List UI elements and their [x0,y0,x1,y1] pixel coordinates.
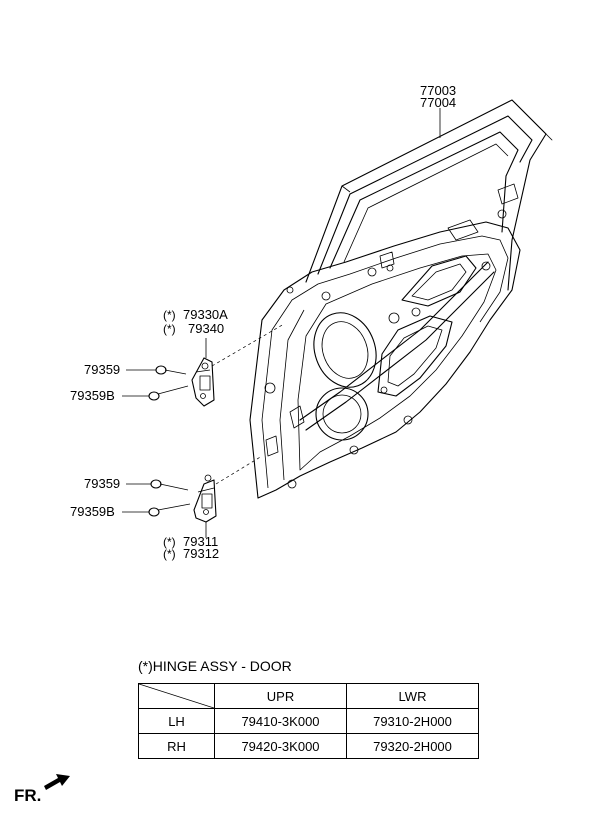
upper-bolt [155,365,187,375]
cell-lh-upr: 79410-3K000 [214,708,347,734]
callout-asterisk-upper-2: (*) [163,322,176,336]
callout-79312: 79312 [183,546,219,561]
upper-hinge-mount-line [211,323,285,367]
rear-door-panel [249,99,553,499]
front-arrow-icon [44,774,70,790]
callout-79359-lower: 79359 [84,476,120,491]
upper-hinge [191,357,215,407]
callout-79311: 79311 [183,534,218,549]
hinge-part-table: UPR LWR LH 79410-3K000 79310-2H000 RH 79… [138,683,479,759]
callout-77003: 77003 [420,83,456,98]
column-header-lwr: LWR [346,683,479,709]
callout-79359b-lower: 79359B [70,504,115,519]
table-header-row: UPR LWR [138,683,479,709]
lower-bolt [150,479,189,491]
lower-bolt-b [148,503,191,517]
cell-rh-upr: 79420-3K000 [214,733,347,759]
row-side-lh: LH [138,708,215,734]
callout-asterisk-lower-1: (*) [163,535,176,549]
callout-asterisk-lower-2: (*) [163,547,176,561]
callout-asterisk-upper-1: (*) [163,308,176,322]
column-header-upr: UPR [214,683,347,709]
diagonal-divider [139,684,214,708]
table-row: RH 79420-3K000 79320-2H000 [138,733,479,759]
callout-79330a: 79330A [183,307,228,322]
callout-79359b-upper: 79359B [70,388,115,403]
table-row: LH 79410-3K000 79310-2H000 [138,708,479,734]
front-direction-label: FR. [14,786,42,805]
callout-77004: 77004 [420,95,456,110]
callout-79340: 79340 [188,321,224,336]
upper-bolt-b [148,385,189,401]
lower-hinge [193,474,217,523]
cell-rh-lwr: 79320-2H000 [346,733,479,759]
legend-caption: (*)HINGE ASSY - DOOR [138,658,292,674]
callout-79359-upper: 79359 [84,362,120,377]
row-side-rh: RH [138,733,215,759]
table-corner-cell [138,683,215,709]
lower-hinge-mount-line [215,455,263,485]
cell-lh-lwr: 79310-2H000 [346,708,479,734]
